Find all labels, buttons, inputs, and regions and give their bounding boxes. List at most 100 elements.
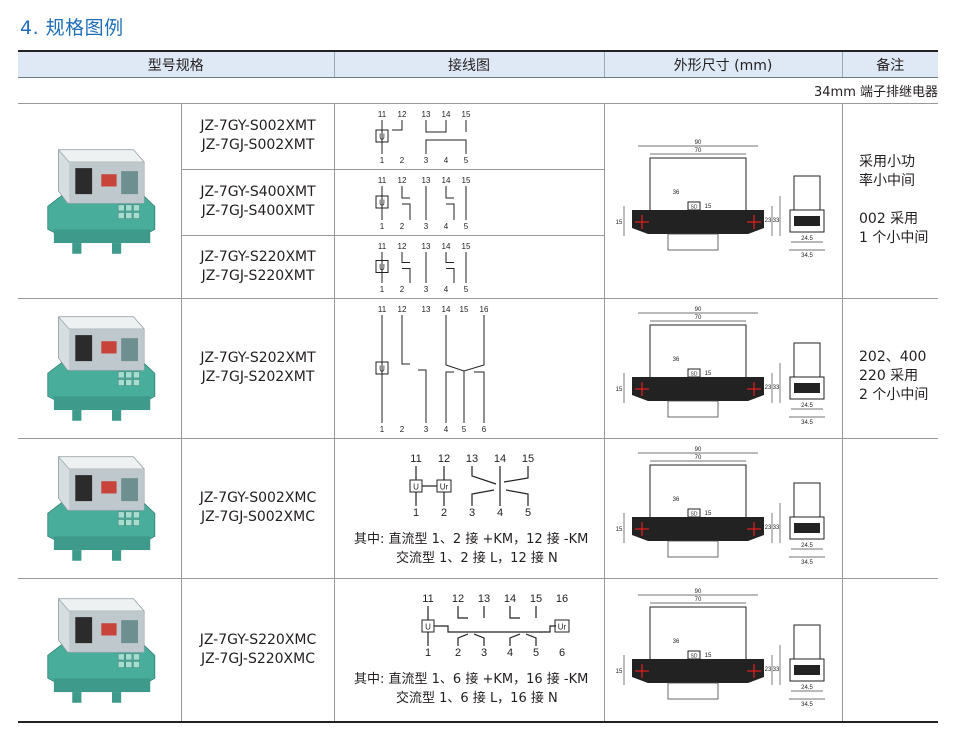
dimension-label: 23 <box>765 385 772 391</box>
relay-photo <box>41 443 157 573</box>
dimension-label: 70 <box>695 455 702 461</box>
contact-symbol <box>509 606 520 619</box>
terminal-label: 14 <box>442 176 451 185</box>
terminal-label: 6 <box>559 647 565 659</box>
column-divider <box>842 103 843 721</box>
note-line: 采用小功 <box>859 154 915 170</box>
terminal-label: 3 <box>424 222 429 231</box>
dimension-label: 33 <box>773 218 780 224</box>
wire <box>434 625 556 633</box>
dimension-label: 36 <box>673 357 680 363</box>
terminal-label: 15 <box>460 305 469 314</box>
din-rail-clip <box>667 682 719 699</box>
dimension-label: 34.5 <box>801 560 813 566</box>
contact-symbol <box>473 633 485 646</box>
coil-symbol <box>375 129 389 143</box>
subrow-divider <box>181 169 604 170</box>
contact-symbol <box>471 466 497 485</box>
dimension-label: 70 <box>695 148 702 154</box>
terminal-label: 1 <box>380 222 385 231</box>
side-view <box>794 664 820 675</box>
dimension-label: 33 <box>773 525 780 531</box>
side-view <box>794 523 820 533</box>
note-line: 1 个小中间 <box>859 230 929 246</box>
terminal-label: 3 <box>424 425 429 434</box>
terminal-label: 2 <box>400 425 405 434</box>
terminal-label: 12 <box>398 110 407 119</box>
coil-symbol <box>375 361 389 375</box>
column-divider <box>604 103 605 721</box>
terminal-label: 16 <box>480 305 489 314</box>
terminal-label: 11 <box>422 593 433 605</box>
terminal-label: 4 <box>444 156 449 165</box>
terminal-label: 12 <box>452 593 464 605</box>
dimension-label: 90 <box>695 307 702 313</box>
contact-symbol <box>425 139 467 154</box>
terminal-label: 5 <box>533 647 539 659</box>
relay-photo <box>41 135 157 266</box>
model-number: JZ-7GY-S002XMT <box>200 118 316 134</box>
dimension-label: 24.5 <box>801 403 813 409</box>
din-base <box>632 517 764 541</box>
dimension-label: 23 <box>765 525 772 531</box>
terminal-label: 4 <box>507 647 513 659</box>
model-number: JZ-7GJ-S202XMT <box>201 369 315 385</box>
dimension-label: 90 <box>695 447 702 453</box>
terminal-label: 12 <box>398 242 407 251</box>
terminal-label: 14 <box>442 242 451 251</box>
header-notes: 备注 <box>841 52 938 78</box>
side-view <box>793 624 821 659</box>
din-base <box>632 658 764 683</box>
dimension-label: 15 <box>616 387 623 393</box>
table-bottom-rule <box>18 721 938 723</box>
dimension-label: 36 <box>673 639 680 645</box>
dimension-label: 24.5 <box>801 543 813 549</box>
column-divider <box>181 103 182 721</box>
subrow-divider <box>181 235 604 236</box>
contact-symbol <box>457 633 469 646</box>
model-number: JZ-7GJ-S220XMT <box>201 267 315 284</box>
table-header-row: 型号规格 接线图 外形尺寸 (mm) 备注 <box>18 52 938 78</box>
model-number: JZ-7GY-S202XMT <box>200 350 316 366</box>
contact-symbol <box>503 466 529 483</box>
relay-photo <box>41 584 157 715</box>
din-rail-clip <box>667 233 719 250</box>
coil-label: U <box>379 263 385 272</box>
side-view <box>793 482 821 518</box>
relay-marker <box>687 508 701 518</box>
terminal-label: 13 <box>478 593 490 605</box>
contact-symbol <box>457 606 468 619</box>
dimension-label: 90 <box>695 140 702 146</box>
model-number: JZ-7GJ-S220XMC <box>200 650 316 667</box>
coil-symbol <box>554 619 570 633</box>
wire <box>392 120 403 131</box>
terminal-label: 5 <box>464 156 469 165</box>
model-number: JZ-7GY-S220XMC <box>199 631 317 648</box>
relay-label: SD <box>691 512 698 518</box>
terminal-label: 13 <box>422 176 431 185</box>
note-line: 202、400 <box>859 349 927 365</box>
terminal-label: 3 <box>424 156 429 165</box>
header-model: 型号规格 <box>18 52 334 78</box>
dimension-label: 24.5 <box>801 685 813 691</box>
model-number: JZ-7GJ-S400XMT <box>201 203 315 219</box>
din-rail-clip <box>667 400 719 418</box>
note-line: 率小中间 <box>859 173 915 189</box>
caption-row: 34mm 端子排继电器 <box>18 77 938 103</box>
terminal-label: 2 <box>455 647 461 659</box>
dimension-label: 15 <box>616 220 623 226</box>
terminal-label: 15 <box>530 593 542 605</box>
coil-label: Ur <box>440 483 449 492</box>
terminal-label: 5 <box>464 285 469 294</box>
terminal-label: 11 <box>410 453 421 465</box>
side-view <box>794 215 820 226</box>
dimension-label: 33 <box>773 385 780 391</box>
